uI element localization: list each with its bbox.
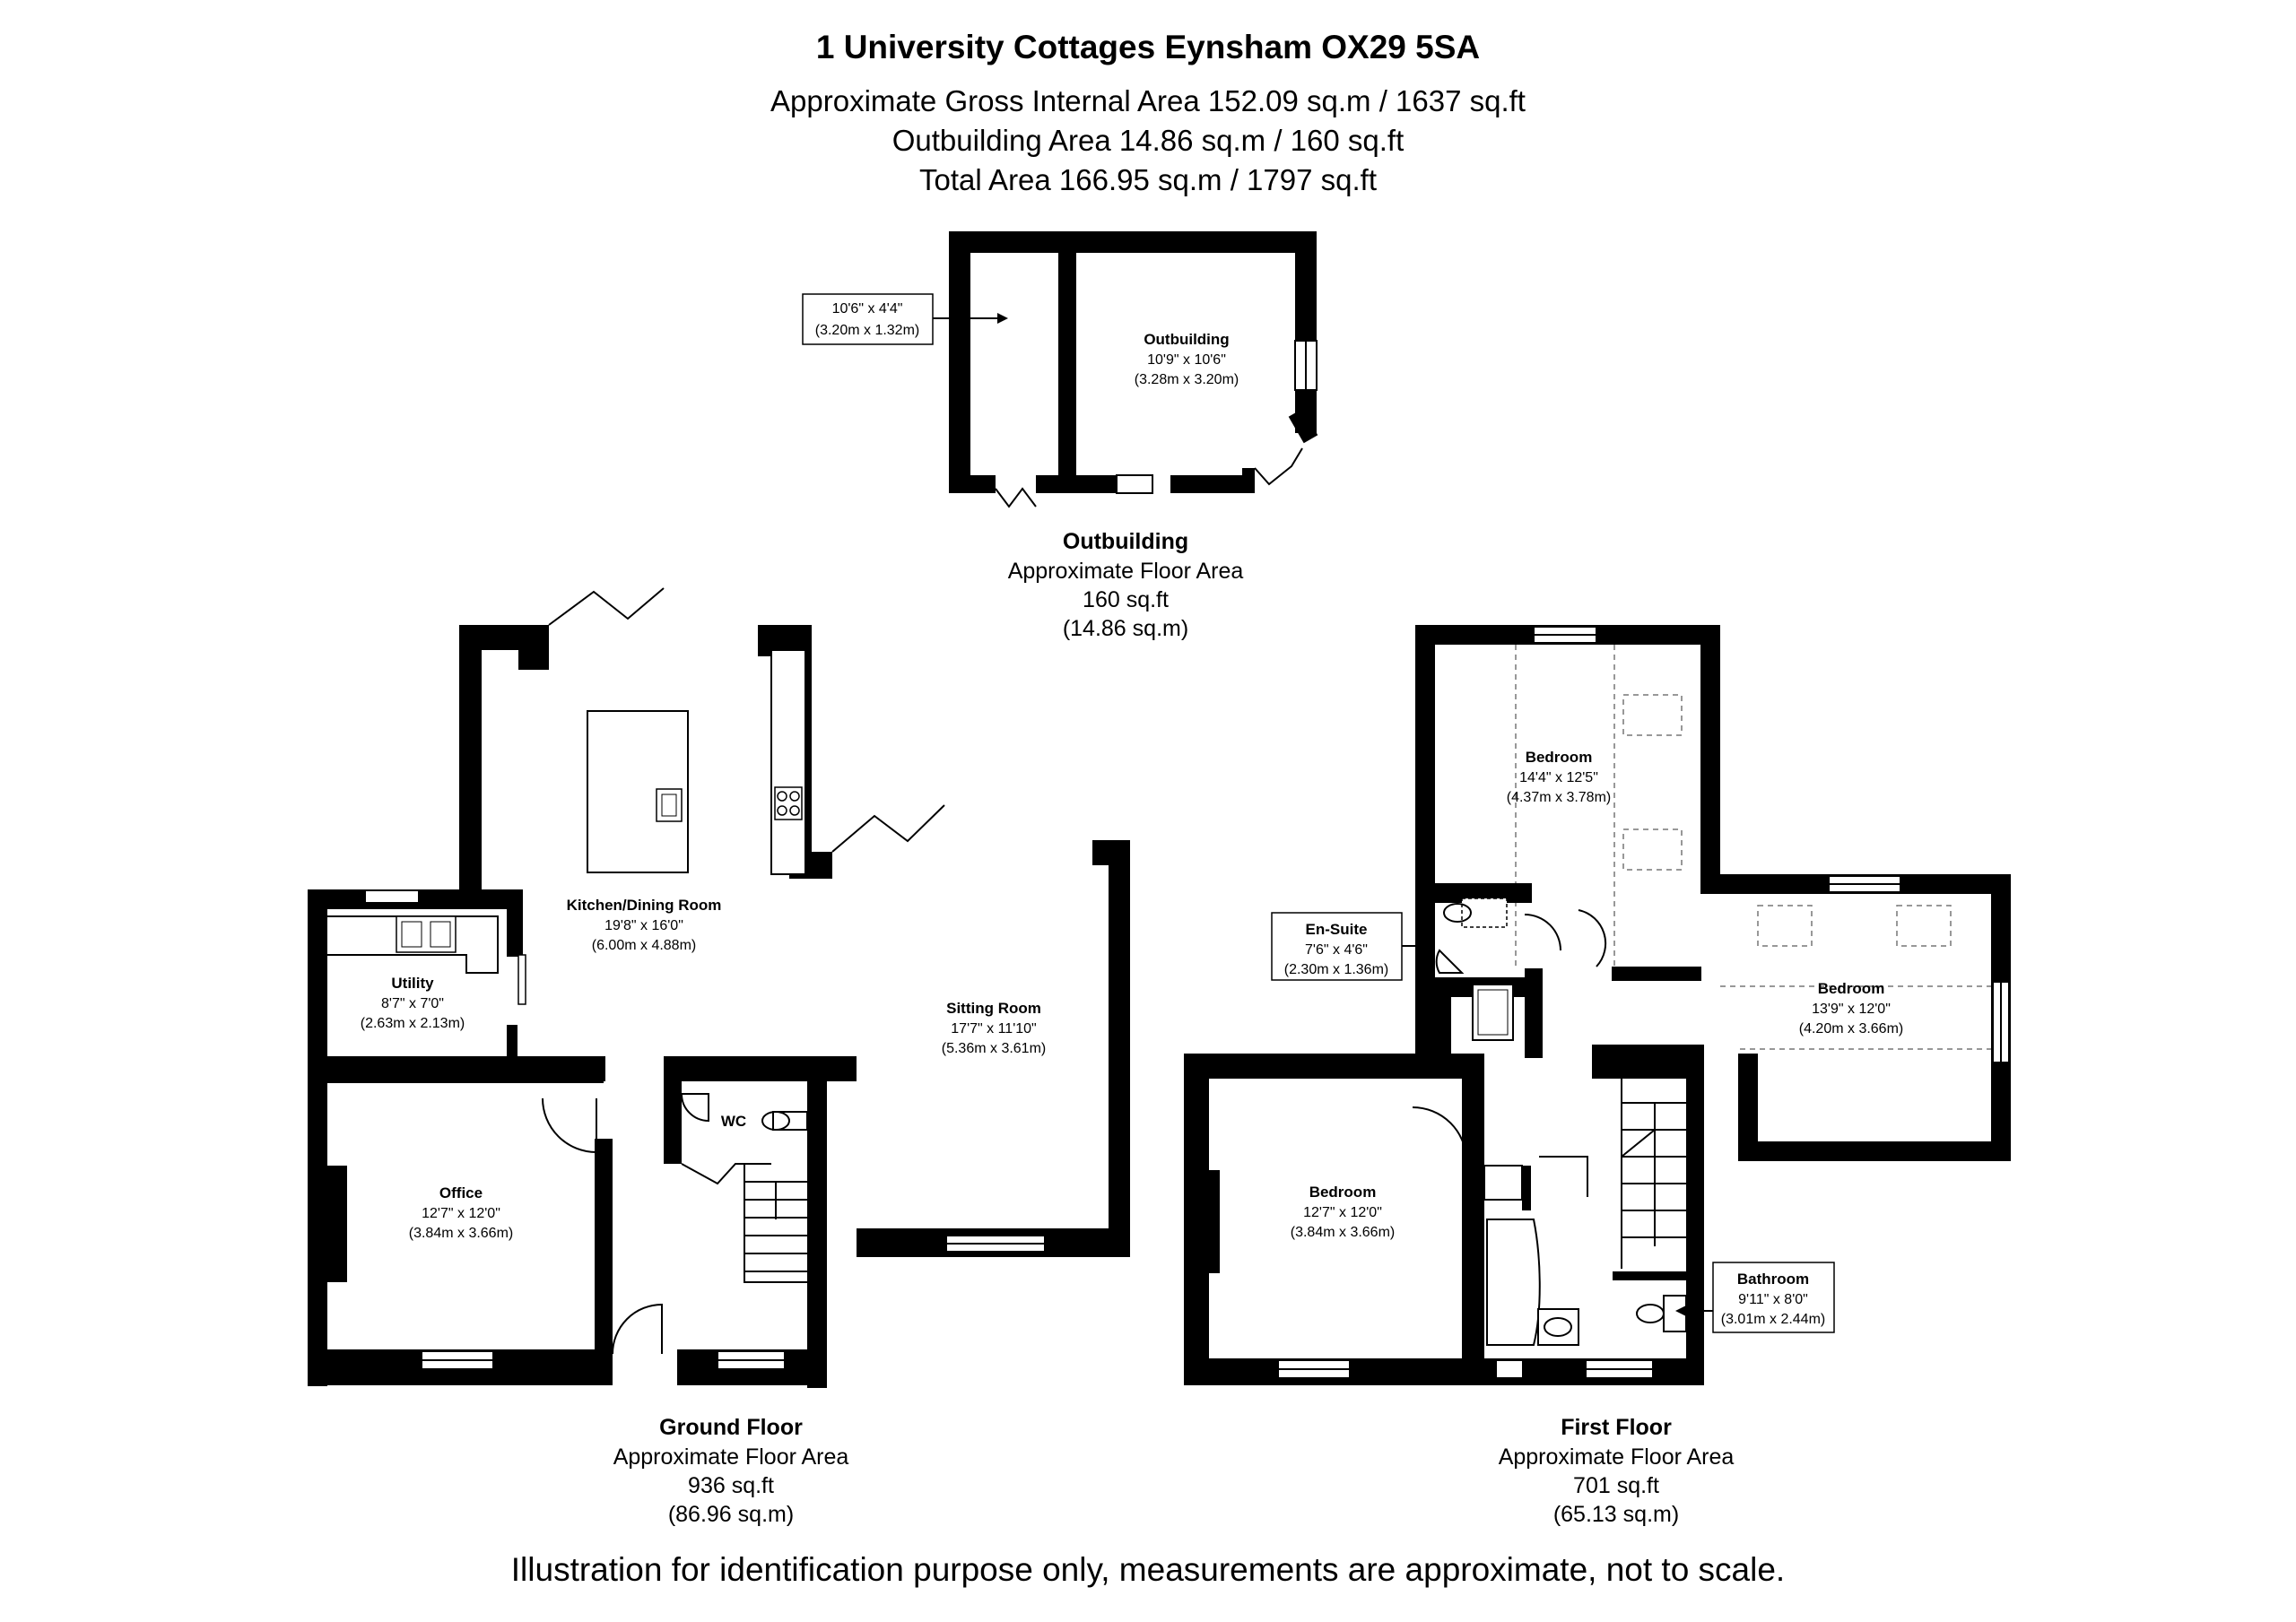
outbuilding-room-label: Outbuilding 10'9" x 10'6" (3.28m x 3.20m…	[1135, 331, 1239, 387]
svg-text:(4.37m x 3.78m): (4.37m x 3.78m)	[1507, 790, 1611, 805]
svg-text:(3.01m x 2.44m): (3.01m x 2.44m)	[1721, 1312, 1825, 1327]
svg-text:10'6" x 4'4": 10'6" x 4'4"	[832, 301, 903, 317]
outbuilding-area-caption: Outbuilding Approximate Floor Area 160 s…	[1008, 529, 1244, 641]
svg-text:8'7" x 7'0": 8'7" x 7'0"	[381, 996, 444, 1011]
svg-text:13'9" x 12'0": 13'9" x 12'0"	[1812, 1002, 1891, 1017]
gross-area-text: Approximate Gross Internal Area 152.09 s…	[770, 84, 1526, 117]
bathroom-label: Bathroom 9'11" x 8'0" (3.01m x 2.44m)	[1712, 1262, 1835, 1333]
ground-floor-plan	[308, 587, 1130, 1388]
svg-text:701 sq.ft: 701 sq.ft	[1573, 1473, 1659, 1498]
svg-text:Kitchen/Dining Room: Kitchen/Dining Room	[567, 897, 722, 914]
office-label: Office 12'7" x 12'0" (3.84m x 3.66m)	[409, 1184, 513, 1241]
svg-text:(3.84m x 3.66m): (3.84m x 3.66m)	[1291, 1225, 1395, 1240]
page-title: 1 University Cottages Eynsham OX29 5SA	[815, 29, 1481, 65]
svg-text:Ground Floor: Ground Floor	[659, 1415, 803, 1440]
kitchen-dining-label: Kitchen/Dining Room 19'8" x 16'0" (6.00m…	[567, 897, 722, 953]
svg-text:(3.28m x 3.20m): (3.28m x 3.20m)	[1135, 372, 1239, 387]
svg-text:WC: WC	[721, 1113, 746, 1130]
svg-text:Bedroom: Bedroom	[1526, 749, 1593, 766]
svg-text:936 sq.ft: 936 sq.ft	[688, 1473, 774, 1498]
svg-text:Bedroom: Bedroom	[1309, 1184, 1377, 1201]
total-area-text: Total Area 166.95 sq.m / 1797 sq.ft	[919, 163, 1377, 196]
first-floor-caption: First Floor Approximate Floor Area 701 s…	[1499, 1415, 1735, 1527]
svg-text:(65.13 sq.m): (65.13 sq.m)	[1553, 1502, 1679, 1527]
svg-text:Sitting Room: Sitting Room	[946, 1000, 1041, 1017]
svg-text:Bedroom: Bedroom	[1818, 980, 1885, 997]
svg-text:En-Suite: En-Suite	[1306, 921, 1368, 938]
outbuilding-store-label: 10'6" x 4'4" (3.20m x 1.32m)	[802, 293, 934, 345]
utility-label: Utility 8'7" x 7'0" (2.63m x 2.13m)	[361, 975, 465, 1031]
svg-text:Office: Office	[439, 1184, 483, 1201]
svg-text:Utility: Utility	[391, 975, 434, 992]
ensuite-label: En-Suite 7'6" x 4'6" (2.30m x 1.36m)	[1271, 912, 1433, 981]
svg-text:9'11" x 8'0": 9'11" x 8'0"	[1738, 1292, 1808, 1307]
svg-text:10'9" x 10'6": 10'9" x 10'6"	[1147, 352, 1226, 368]
svg-text:Approximate Floor Area: Approximate Floor Area	[1008, 559, 1244, 584]
first-floor-plan	[1184, 625, 2011, 1385]
svg-text:Approximate Floor Area: Approximate Floor Area	[1499, 1444, 1735, 1470]
svg-text:(5.36m x 3.61m): (5.36m x 3.61m)	[942, 1041, 1046, 1056]
svg-text:Outbuilding: Outbuilding	[1144, 331, 1229, 348]
bedroom-2-label: Bedroom 13'9" x 12'0" (4.20m x 3.66m)	[1799, 980, 1903, 1037]
svg-text:(4.20m x 3.66m): (4.20m x 3.66m)	[1799, 1021, 1903, 1037]
svg-text:(14.86 sq.m): (14.86 sq.m)	[1063, 616, 1188, 641]
svg-text:(2.30m x 1.36m): (2.30m x 1.36m)	[1284, 962, 1388, 977]
svg-text:(2.63m x 2.13m): (2.63m x 2.13m)	[361, 1016, 465, 1031]
outbuilding-area-text: Outbuilding Area 14.86 sq.m / 160 sq.ft	[891, 124, 1405, 157]
bedroom-3-label: Bedroom 12'7" x 12'0" (3.84m x 3.66m)	[1291, 1184, 1395, 1240]
svg-text:17'7" x 11'10": 17'7" x 11'10"	[951, 1021, 1036, 1037]
svg-text:(3.84m x 3.66m): (3.84m x 3.66m)	[409, 1226, 513, 1241]
svg-text:12'7" x 12'0": 12'7" x 12'0"	[1303, 1205, 1382, 1220]
svg-text:(86.96 sq.m): (86.96 sq.m)	[668, 1502, 794, 1527]
svg-text:160 sq.ft: 160 sq.ft	[1083, 587, 1169, 612]
svg-text:First Floor: First Floor	[1561, 1415, 1672, 1440]
svg-text:Outbuilding: Outbuilding	[1063, 529, 1188, 554]
svg-text:12'7" x 12'0": 12'7" x 12'0"	[422, 1206, 500, 1221]
svg-text:Bathroom: Bathroom	[1737, 1271, 1809, 1288]
ground-floor-caption: Ground Floor Approximate Floor Area 936 …	[613, 1415, 849, 1527]
svg-text:14'4" x 12'5": 14'4" x 12'5"	[1519, 770, 1598, 785]
svg-text:Approximate Floor Area: Approximate Floor Area	[613, 1444, 849, 1470]
svg-text:(3.20m x 1.32m): (3.20m x 1.32m)	[815, 323, 919, 338]
svg-text:7'6" x 4'6": 7'6" x 4'6"	[1305, 942, 1368, 958]
outbuilding-plan	[933, 231, 1318, 508]
svg-text:(6.00m x 4.88m): (6.00m x 4.88m)	[592, 938, 696, 953]
bedroom-1-label: Bedroom 14'4" x 12'5" (4.37m x 3.78m)	[1507, 749, 1611, 805]
svg-text:19'8" x 16'0": 19'8" x 16'0"	[604, 918, 683, 933]
wc-label: WC	[721, 1113, 746, 1130]
disclaimer-text: Illustration for identification purpose …	[510, 1551, 1786, 1588]
sitting-room-label: Sitting Room 17'7" x 11'10" (5.36m x 3.6…	[942, 1000, 1046, 1056]
